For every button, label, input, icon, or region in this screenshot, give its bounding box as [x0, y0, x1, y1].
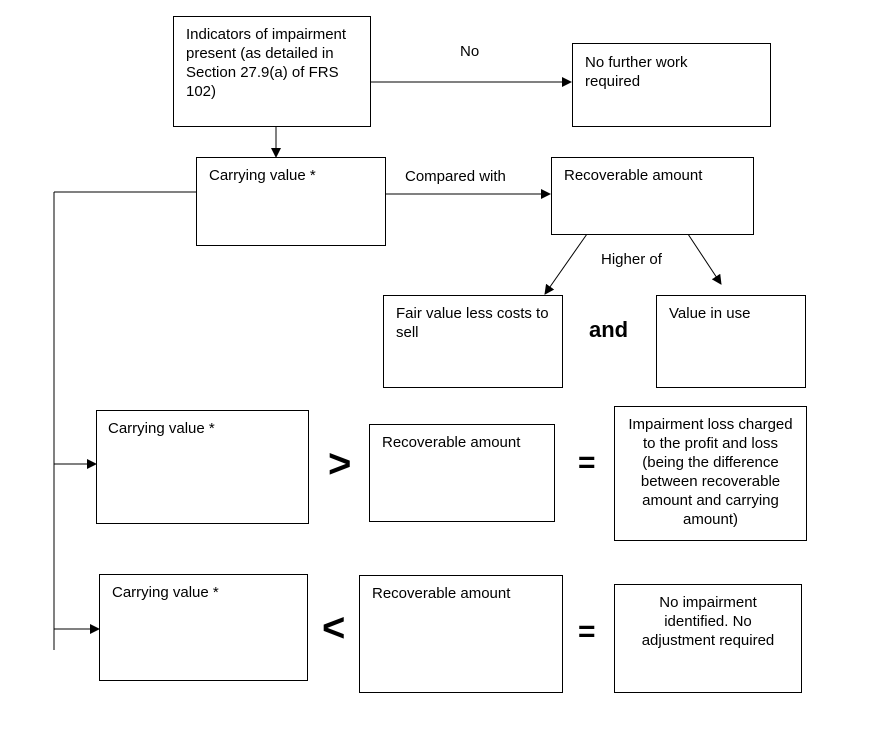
- indicators-text: Indicators of impairment present (as det…: [186, 26, 347, 100]
- no-impairment-text: No impairment identified. No adjustment …: [641, 594, 775, 649]
- greater-row-recoverable-text: Recoverable amount: [382, 434, 521, 451]
- greater-row-carrying-value-box: Carrying value *: [96, 410, 309, 524]
- recoverable-to-value-in-use-arrow: [683, 227, 722, 285]
- greater-than-symbol: >: [328, 442, 352, 486]
- less-row-recoverable-box: Recoverable amount: [359, 575, 563, 693]
- less-row-carrying-value-box: Carrying value *: [99, 574, 308, 681]
- higher-of-label: Higher of: [601, 251, 662, 268]
- and-label: and: [589, 317, 629, 342]
- impairment-loss-text: Impairment loss charged to the profit an…: [628, 416, 793, 528]
- carrying-value-text: Carrying value *: [209, 167, 316, 184]
- less-than-symbol: <: [322, 606, 346, 650]
- less-row-recoverable-text: Recoverable amount: [372, 585, 511, 602]
- carrying-value-box: Carrying value *: [196, 157, 386, 246]
- less-row-carrying-value-text: Carrying value *: [112, 584, 219, 601]
- indicators-box: Indicators of impairment present (as det…: [173, 16, 371, 127]
- recoverable-to-fair-value-arrow: [544, 233, 588, 295]
- no-further-work-box: No further work required: [572, 43, 771, 127]
- no-impairment-box: No impairment identified. No adjustment …: [614, 584, 802, 693]
- greater-row-equals-symbol: =: [578, 446, 596, 479]
- fair-value-text: Fair value less costs to sell: [396, 305, 549, 341]
- no-further-work-text: No further work required: [585, 54, 688, 90]
- fair-value-box: Fair value less costs to sell: [383, 295, 563, 388]
- value-in-use-box: Value in use: [656, 295, 806, 388]
- impairment-loss-box: Impairment loss charged to the profit an…: [614, 406, 807, 541]
- greater-row-carrying-value-text: Carrying value *: [108, 420, 215, 437]
- recoverable-amount-text: Recoverable amount: [564, 167, 703, 184]
- recoverable-amount-box: Recoverable amount: [551, 157, 754, 235]
- value-in-use-text: Value in use: [669, 305, 751, 322]
- no-label: No: [460, 43, 480, 60]
- less-row-equals-symbol: =: [578, 615, 596, 648]
- greater-row-recoverable-box: Recoverable amount: [369, 424, 555, 522]
- compared-with-label: Compared with: [405, 168, 506, 185]
